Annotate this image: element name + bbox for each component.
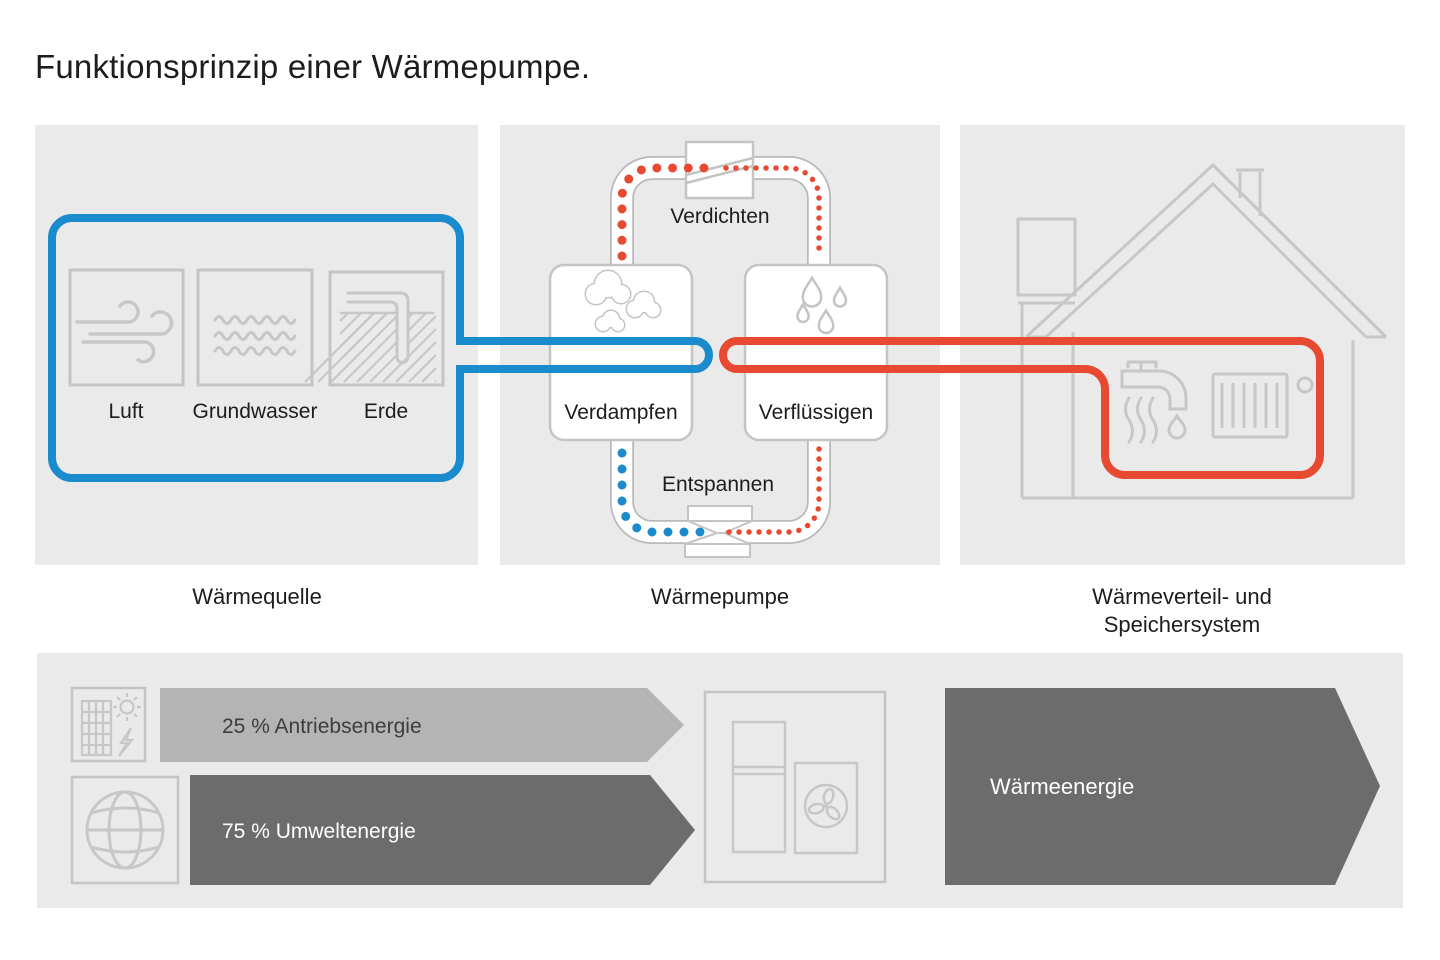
panel-distribution — [960, 125, 1405, 565]
label-drive-energy: 25 % Antriebsenergie — [222, 715, 422, 738]
label-expand: Entspannen — [661, 473, 775, 496]
label-environment-energy: 75 % Umweltenergie — [222, 820, 416, 843]
panel-energy-balance — [37, 653, 1403, 908]
panel-heat-source — [35, 125, 478, 565]
label-earth: Erde — [363, 400, 409, 423]
panel-heat-pump — [500, 125, 940, 565]
caption-heat-source: Wärmequelle — [192, 584, 322, 609]
label-air: Luft — [108, 400, 144, 423]
caption-distribution: Wärmeverteil- und Speichersystem — [1092, 584, 1272, 637]
page-title: Funktionsprinzip einer Wärmepumpe. — [35, 48, 591, 85]
label-heat-energy: Wärmeenergie — [990, 774, 1135, 799]
label-evaporate: Verdampfen — [564, 401, 678, 424]
label-compress: Verdichten — [670, 205, 770, 228]
caption-heat-pump: Wärmepumpe — [650, 584, 790, 609]
label-condense: Verflüssigen — [758, 401, 874, 424]
label-groundwater: Grundwasser — [192, 400, 318, 423]
